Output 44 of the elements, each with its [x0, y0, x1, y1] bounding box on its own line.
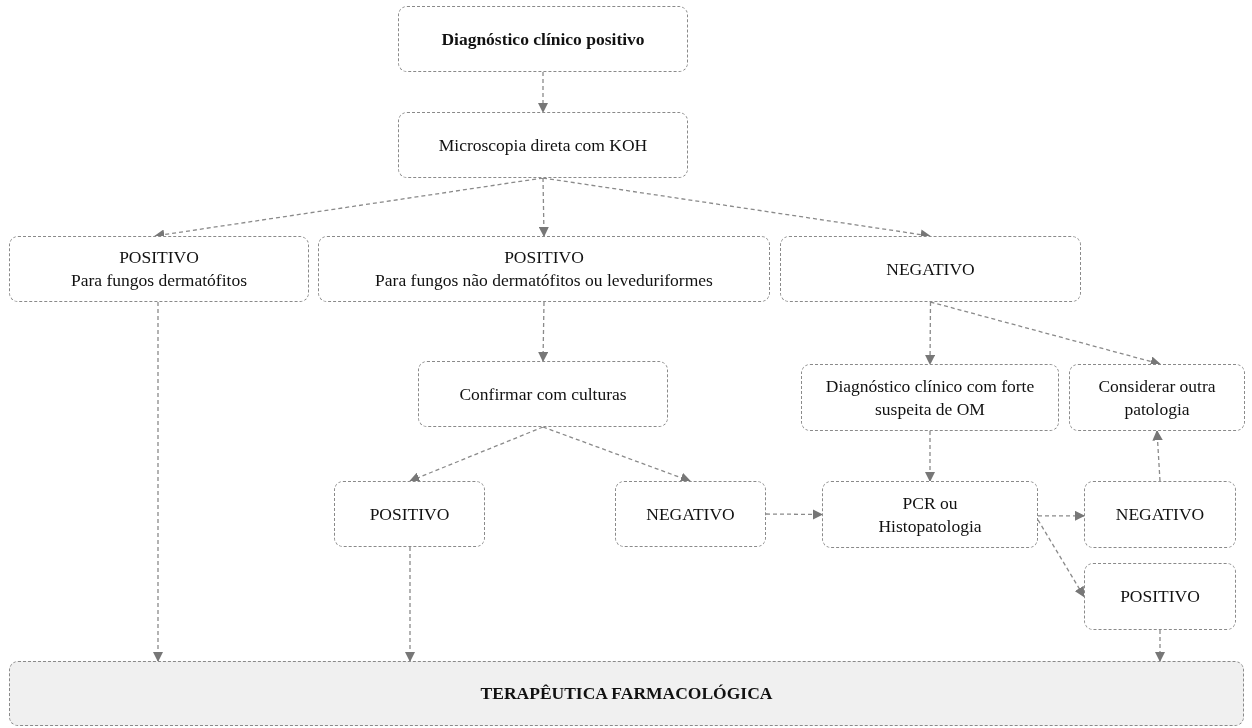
box-text: NEGATIVO: [886, 257, 975, 281]
box-text: Para fungos dermatófitos: [71, 269, 247, 292]
box-text: Para fungos não dermatófitos ou leveduriformes: [375, 269, 713, 292]
arrow: [1152, 429, 1163, 482]
process-box: [318, 236, 770, 302]
arrow: [537, 71, 549, 114]
arrow: [152, 301, 164, 663]
box-text: Microscopia direta com KOH: [438, 133, 648, 157]
box-text: POSITIVO: [1120, 585, 1200, 608]
box-text: TERAPÊUTICA FARMACOLÓGICA: [480, 682, 773, 705]
box-text: POSITIVO: [119, 246, 199, 269]
box-text: PCR ou Histopatologia: [877, 491, 983, 538]
process-box: [1084, 563, 1236, 630]
process-box: [1069, 364, 1245, 431]
arrow: [537, 301, 549, 363]
arrow: [924, 301, 936, 366]
box-text: POSITIVO: [504, 246, 584, 269]
box-text: Considerar outra patologia: [1097, 374, 1217, 421]
arrow: [404, 546, 416, 663]
box-text: Diagnóstico clínico positivo: [441, 27, 645, 51]
arrow: [1037, 510, 1086, 522]
box-text: Confirmar com culturas: [459, 382, 627, 406]
process-box: [822, 481, 1038, 548]
arrow: [409, 426, 544, 483]
arrow: [765, 509, 824, 520]
process-box: [780, 236, 1081, 302]
box-text: Diagnóstico clínico com forte suspeita de OM: [824, 374, 1036, 421]
arrow: [924, 430, 936, 483]
process-box: [9, 236, 309, 302]
process-box: [615, 481, 766, 547]
box-text: POSITIVO: [369, 502, 450, 526]
process-box: [334, 481, 485, 547]
process-box: [418, 361, 668, 427]
result-box: [9, 661, 1244, 726]
box-text: NEGATIVO: [1115, 503, 1205, 526]
arrow: [542, 426, 691, 483]
process-box: [1084, 481, 1236, 548]
process-box: [398, 112, 688, 178]
arrow: [1154, 629, 1166, 663]
box-text: NEGATIVO: [646, 502, 735, 526]
arrow: [538, 177, 550, 238]
arrow: [1037, 519, 1085, 598]
process-box: [801, 364, 1059, 431]
process-box: [398, 6, 688, 72]
